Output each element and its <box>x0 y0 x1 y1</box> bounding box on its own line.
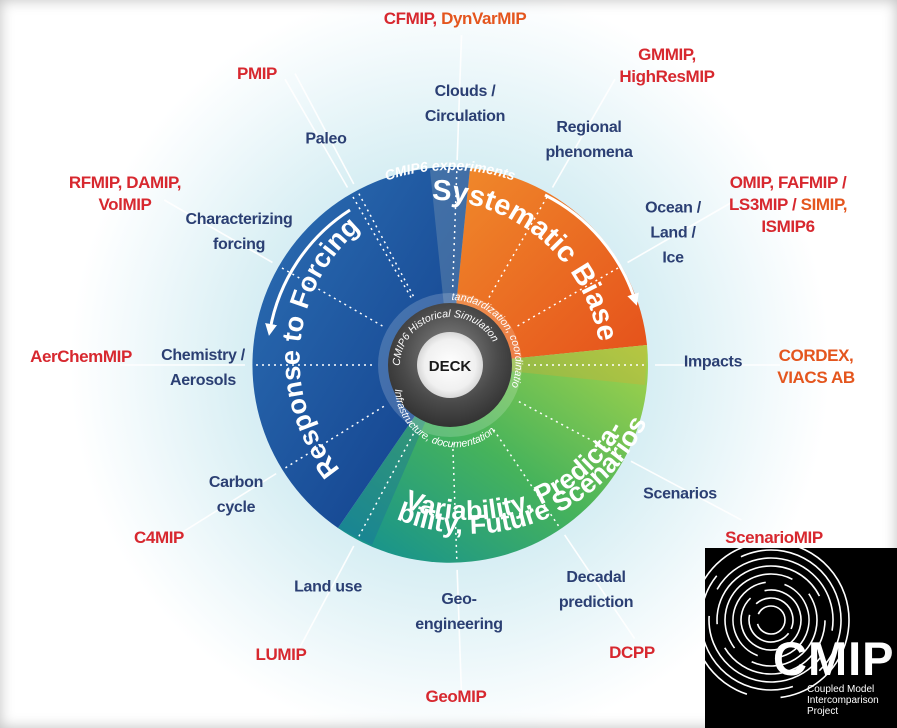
mip-rfmip-damip-volmip: RFMIP, DAMIP, VolMIP <box>68 173 182 214</box>
inner-dotted-spoke <box>357 191 415 297</box>
theme-characterizing-forcing: Characterizing forcing <box>185 211 293 253</box>
theme-geoengineering: Geo- engineering <box>415 591 503 633</box>
logo-ring <box>708 557 834 683</box>
sector-divider <box>551 78 616 188</box>
sector-divider <box>284 78 349 188</box>
theme-regional-phenomena: Regional phenomena <box>545 119 633 161</box>
theme-impacts: Impacts <box>683 353 743 371</box>
sector-dividers <box>120 35 780 695</box>
sector-response-to-forcing <box>252 167 470 528</box>
mip-scenariomip: ScenarioMIP <box>725 528 823 547</box>
mip-pmip: PMIP <box>237 64 277 83</box>
mip-simip: SIMIP, <box>800 195 848 214</box>
sector-divider <box>627 199 737 264</box>
inner-dotted-spoke <box>451 169 458 288</box>
mip-omip-fafmip: OMIP, FAFMIP / <box>729 173 847 192</box>
cmip-logo: CMIP Coupled Model Intercomparison Proje… <box>705 548 897 728</box>
sector-divider <box>630 460 742 521</box>
left-arrow <box>265 208 351 336</box>
logo-ring <box>756 605 786 635</box>
mip-gmmip-highresmip: GMMIP, HighResMIP <box>619 45 715 86</box>
logo-line-2: Intercomparison <box>807 695 879 706</box>
theme-carbon-cycle: Carbon cycle <box>208 474 264 516</box>
sector-divider <box>456 35 463 161</box>
mip-ismip6: ISMIP6 <box>761 217 815 236</box>
deck-core <box>417 332 483 398</box>
sector-divider <box>163 199 273 264</box>
logo-wordmark: CMIP <box>773 632 895 685</box>
mip-cfmip-dynvarmip: CFMIP, DynVarMIP <box>384 8 527 30</box>
logo-subtitle: Coupled Model Intercomparison Project <box>807 684 879 717</box>
sector-divider <box>563 534 636 640</box>
inner-dotted-spoke <box>283 405 385 470</box>
inner-dotted-spoke <box>351 194 412 298</box>
theme-chemistry-aerosols: Chemistry / Aerosols <box>161 347 245 389</box>
inner-dotted-spoke <box>279 266 383 327</box>
sector-divider <box>294 545 355 657</box>
logo-ring <box>732 581 810 659</box>
theme-decadal-prediction: Decadal prediction <box>558 569 634 611</box>
sector-divider <box>456 569 463 695</box>
logo-ring <box>705 548 850 699</box>
logo-ring <box>724 573 818 667</box>
mip-aerchemmip: AerChemMIP <box>30 347 132 366</box>
mip-dynvarmip: DynVarMIP <box>441 9 527 28</box>
logo-ring <box>740 589 802 651</box>
sector-divider <box>169 472 277 541</box>
mip-omip-group: OMIP, FAFMIP / LS3MIP / SIMIP, ISMIP6 <box>729 172 847 238</box>
theme-scenarios: Scenarios <box>643 485 717 503</box>
mip-ls3mip: LS3MIP / <box>728 195 797 214</box>
logo-rings <box>705 548 850 699</box>
theme-land-use: Land use <box>294 578 362 596</box>
sector-variability <box>338 345 648 563</box>
right-arrow <box>544 193 639 306</box>
inner-dotted-spoke <box>488 194 549 298</box>
inner-dotted-spoke <box>492 429 561 528</box>
logo-ring <box>716 565 826 675</box>
sector-systematic-biases <box>450 168 647 365</box>
theme-paleo: Paleo <box>305 130 347 148</box>
sector-divider <box>294 73 355 185</box>
logo-line-3: Project <box>807 706 839 717</box>
inner-dotted-spoke <box>518 400 624 458</box>
mip-lumip: LUMIP <box>255 645 307 664</box>
mip-dcpp: DCPP <box>609 643 655 662</box>
inner-dotted-spokes <box>254 169 646 561</box>
theme-ocean-land-ice: Ocean / Land / Ice <box>645 199 701 267</box>
deck-label: DECK <box>429 358 472 375</box>
inner-dotted-spoke <box>357 433 415 539</box>
mip-cordex-viacs: CORDEX, VIACS AB <box>777 346 855 387</box>
inner-dotted-spoke <box>451 442 458 561</box>
logo-ring <box>705 549 842 691</box>
mip-geomip: GeoMIP <box>425 687 487 706</box>
theme-clouds-circulation: Clouds / Circulation <box>424 83 506 125</box>
mip-c4mip: C4MIP <box>134 528 184 547</box>
inner-dotted-spoke <box>517 266 621 327</box>
logo-line-1: Coupled Model <box>807 684 875 695</box>
mip-cfmip: CFMIP, <box>383 9 437 28</box>
